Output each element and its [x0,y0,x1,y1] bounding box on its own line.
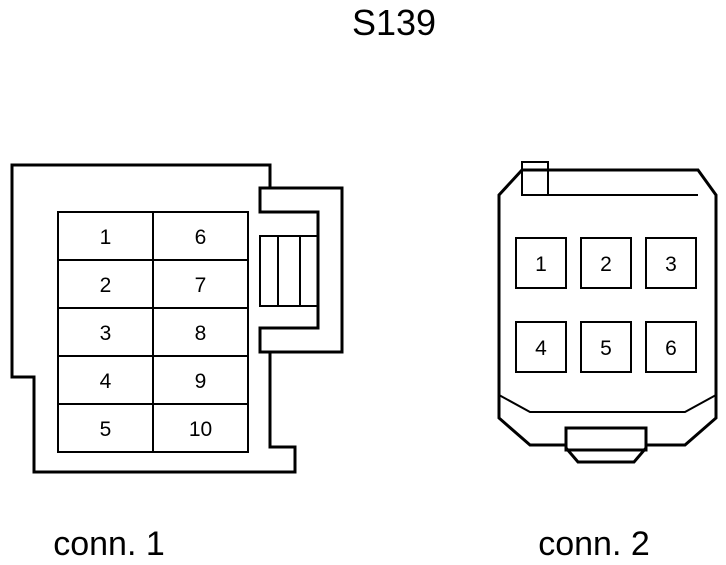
pin-cell [515,237,567,289]
connector-2-label: conn. 2 [538,525,650,563]
pin-cell [645,321,697,373]
pin-number: 6 [665,337,677,360]
connector-1-pins: 1 2 3 4 5 6 7 8 9 10 [57,211,249,453]
pin-number: 2 [600,253,612,276]
pin-number: 4 [535,337,547,360]
connector-2-latch [564,426,648,464]
pin-number: 5 [600,337,612,360]
pin-number: 10 [189,418,212,441]
pin-cell [515,321,567,373]
pin-number: 3 [665,253,677,276]
connector-2-pins: 1 2 3 4 5 6 [515,237,697,373]
connector-2 [497,161,718,464]
pin-cell [580,237,632,289]
pin-number: 5 [100,418,112,441]
pin-number: 4 [100,370,112,393]
pin-number: 7 [195,274,207,297]
connector-1-label: conn. 1 [53,525,165,563]
connector-1-latch-inner [259,235,319,307]
pin-number: 1 [100,226,112,249]
pin-number: 9 [195,370,207,393]
pin-cell [152,403,249,453]
connector-2-bottom-bevel [498,394,717,413]
pin-number: 1 [535,253,547,276]
pin-number: 8 [195,322,207,345]
pin-number: 3 [100,322,112,345]
connector-2-key-tab [521,161,549,196]
pin-number: 6 [195,226,207,249]
pin-number: 2 [100,274,112,297]
pin-cell [645,237,697,289]
pin-cell [580,321,632,373]
connector-1-latch [258,186,320,354]
diagram-title: S139 [352,2,436,43]
connector-2-housing [497,168,718,452]
